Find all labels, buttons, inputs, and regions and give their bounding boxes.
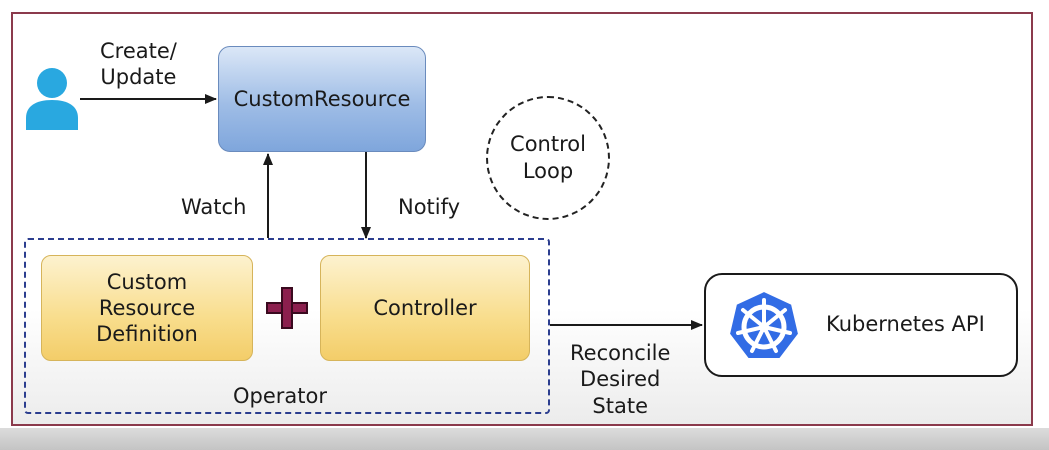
controller-box: Controller <box>320 255 530 361</box>
create-update-label: Create/ Update <box>100 39 177 90</box>
operator-label: Operator <box>233 384 327 408</box>
control-loop-circle: Control Loop <box>486 96 610 220</box>
operator-group <box>24 238 550 414</box>
reconcile-label: Reconcile Desired State <box>570 341 671 418</box>
crd-label: Custom Resource Definition <box>96 269 198 347</box>
custom-resource-box: CustomResource <box>218 46 426 152</box>
watch-label: Watch <box>181 195 247 219</box>
user-icon-head <box>37 68 67 98</box>
plus-icon-vertical <box>281 287 293 329</box>
plus-icon <box>266 287 308 329</box>
custom-resource-label: CustomResource <box>233 86 411 111</box>
kubernetes-helm-icon <box>727 289 801 360</box>
bottom-shadow-band <box>0 428 1049 450</box>
custom-resource-definition-box: Custom Resource Definition <box>41 255 253 361</box>
user-icon <box>26 68 78 130</box>
helm-wheel-spokes <box>736 298 792 353</box>
user-icon-body <box>26 100 78 130</box>
notify-label: Notify <box>398 195 461 219</box>
kubernetes-api-label: Kubernetes API <box>826 312 985 336</box>
kubernetes-api-box: Kubernetes API <box>704 273 1018 377</box>
control-loop-label: Control Loop <box>510 131 586 183</box>
controller-label: Controller <box>373 295 477 320</box>
